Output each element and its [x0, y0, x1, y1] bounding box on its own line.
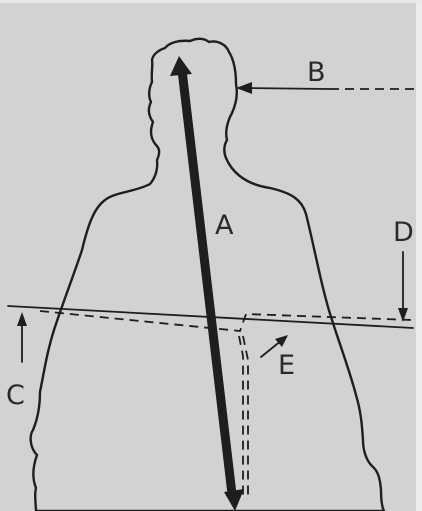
- label-a: A: [215, 210, 234, 241]
- label-d: D: [393, 217, 414, 248]
- scan-edge-top: [0, 0, 422, 3]
- label-b: B: [307, 57, 326, 88]
- label-e: E: [278, 350, 295, 381]
- label-c: C: [6, 380, 25, 411]
- arrow-b-shaft: [246, 88, 330, 89]
- scan-edge-right: [416, 0, 422, 511]
